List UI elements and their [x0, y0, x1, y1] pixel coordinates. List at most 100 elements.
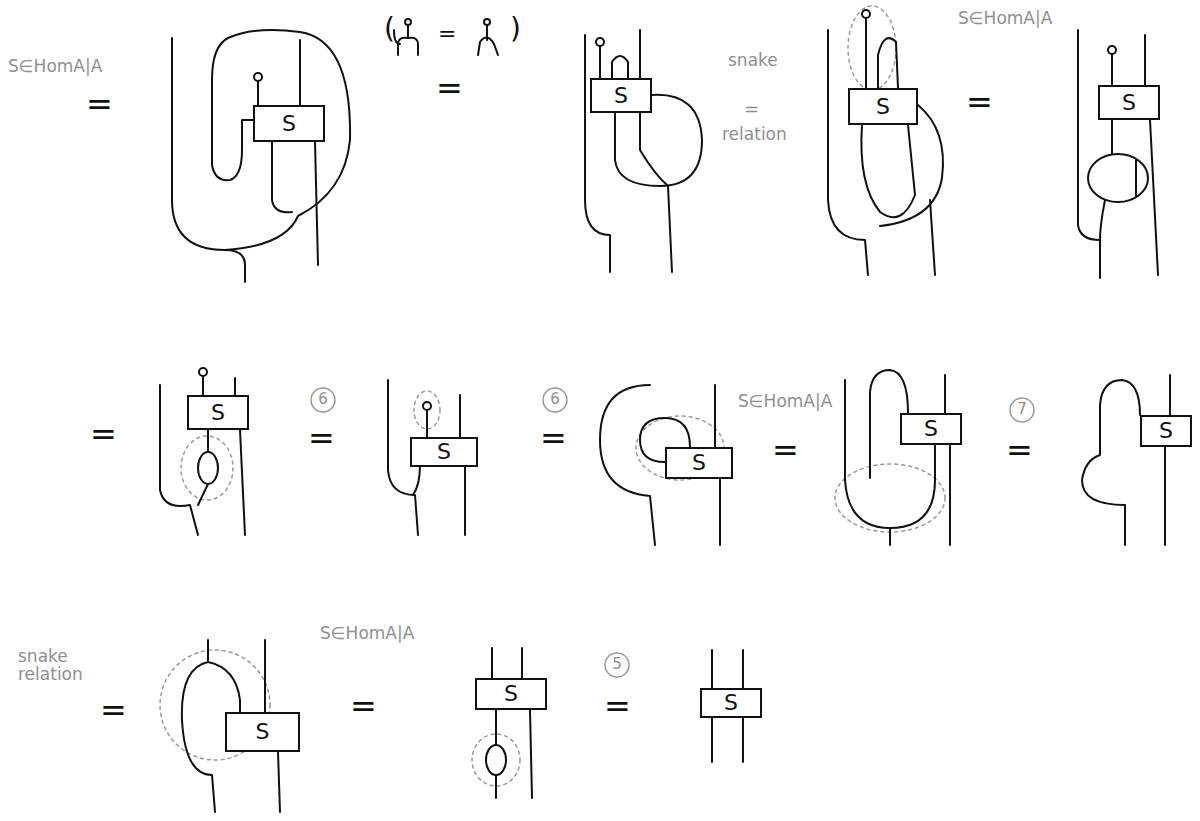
strand [1150, 120, 1158, 275]
morphism-box: S [700, 688, 762, 718]
strand [464, 465, 466, 535]
unit-dot [1108, 46, 1116, 54]
callout-circle [1010, 398, 1034, 422]
strand [585, 35, 610, 272]
annotation: S∈HomA|A [8, 58, 102, 76]
morphism-box: S [225, 712, 300, 752]
annotation: ( [384, 14, 395, 43]
strand [845, 380, 935, 528]
box-label: S [724, 692, 738, 714]
morphism-box: S [665, 447, 733, 479]
strand [878, 38, 898, 88]
morphism-box: S [848, 88, 918, 125]
unit-dot [423, 402, 431, 410]
unit-dot [199, 368, 207, 376]
strand [234, 378, 236, 395]
strand [492, 648, 522, 678]
callout-number: 6 [550, 392, 560, 408]
strand [272, 142, 292, 212]
box-label: S [692, 452, 706, 474]
strand [478, 25, 498, 55]
annotation: = [604, 690, 631, 724]
strand [299, 40, 301, 105]
annotation: = [772, 434, 799, 468]
loop [1088, 154, 1148, 202]
strand [600, 385, 655, 545]
callout-number: 7 [1017, 402, 1027, 418]
annotation: snake [728, 52, 778, 70]
strand [394, 25, 418, 55]
unit-dot [254, 73, 262, 81]
strand [426, 410, 428, 437]
strand [257, 81, 259, 105]
strand [1082, 380, 1140, 545]
strand [278, 752, 280, 812]
strand [172, 38, 245, 282]
strand [889, 528, 891, 545]
strand [530, 710, 532, 798]
strand [182, 640, 215, 812]
annotation: S∈HomA|A [320, 625, 414, 643]
strand [198, 430, 208, 505]
annotation: = [1006, 434, 1033, 468]
strand [1100, 120, 1136, 240]
morphism-box: S [475, 678, 547, 710]
strand [208, 662, 240, 712]
strand [640, 113, 672, 272]
box-label: S [256, 721, 270, 743]
strand [264, 640, 266, 712]
strand [1111, 54, 1113, 85]
strand [639, 30, 641, 78]
annotation: snake relation [18, 648, 98, 684]
strand [1169, 375, 1171, 415]
strand [612, 56, 628, 78]
morphism-box: S [1140, 415, 1192, 447]
annotation: = [350, 690, 377, 724]
highlight-ring [835, 464, 945, 532]
box-label: S [437, 441, 451, 463]
morphism-box: S [253, 105, 325, 142]
strand [459, 395, 461, 437]
strand [949, 445, 951, 545]
annotation: = [100, 694, 127, 728]
box-label: S [924, 418, 938, 440]
strand [719, 479, 721, 545]
callout-circle [311, 388, 335, 412]
strand [599, 46, 601, 78]
unit-dot [596, 38, 604, 46]
annotation: = [966, 86, 993, 120]
callout-circle [543, 388, 567, 412]
strand [714, 385, 716, 447]
morphism-box: S [590, 78, 652, 113]
strand [1144, 35, 1146, 85]
loop [486, 745, 506, 775]
strand [861, 125, 915, 217]
annotation: S∈HomA|A [958, 10, 1052, 28]
annotation: ) [510, 14, 521, 43]
strand [315, 142, 318, 265]
box-label: S [876, 96, 890, 118]
box-label: S [614, 85, 628, 107]
strand [944, 375, 946, 413]
morphism-box: S [1098, 85, 1160, 120]
strand [495, 710, 497, 798]
annotation: S∈HomA|A [738, 393, 832, 411]
annotation: = [438, 22, 456, 45]
strand [202, 376, 204, 395]
box-label: S [504, 683, 518, 705]
box-label: S [282, 113, 296, 135]
morphism-box: S [410, 437, 478, 467]
annotation: = [86, 88, 113, 122]
annotation: = [308, 422, 335, 456]
morphism-box: S [187, 395, 249, 430]
unit-dot [862, 10, 870, 18]
strand [413, 465, 420, 495]
strand [1078, 30, 1100, 278]
strand [212, 30, 350, 250]
annotation: = [744, 100, 759, 119]
callout-number: 6 [318, 392, 328, 408]
box-label: S [1159, 420, 1173, 442]
morphism-box: S [900, 413, 962, 445]
callout-circle [605, 653, 629, 677]
